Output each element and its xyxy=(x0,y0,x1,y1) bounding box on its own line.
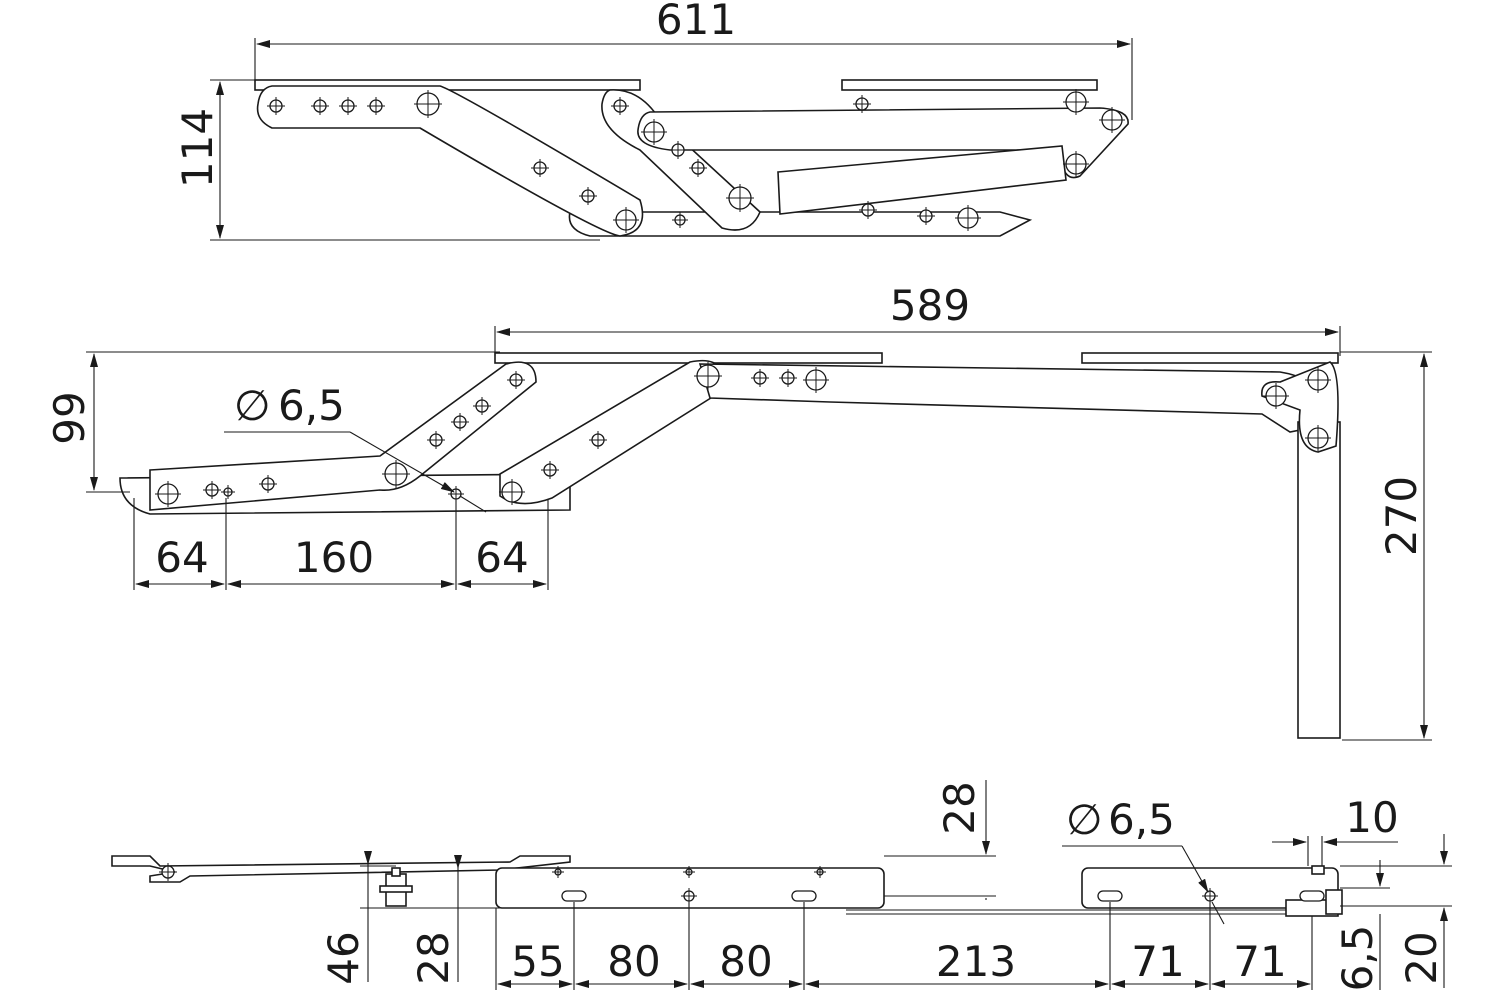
middle-view: 589 99 270 ∅ 6,5 64 160 64 xyxy=(45,281,1432,741)
bottom-view-slots xyxy=(552,866,1325,904)
top-view-holes xyxy=(267,89,1125,233)
bottom-diameter-symbol: ∅ xyxy=(1066,795,1103,844)
top-folded-leg xyxy=(777,145,1067,215)
middle-length-dimension: 589 xyxy=(890,281,970,330)
bottom-spacing-dimension-6: 71 xyxy=(1233,937,1286,986)
bottom-spacing-dimension-3: 80 xyxy=(719,937,772,986)
bottom-right-dimension-2: 20 xyxy=(1397,931,1446,984)
bottom-edge-dimension: 10 xyxy=(1345,793,1398,842)
middle-leg-dimension: 270 xyxy=(1377,476,1426,556)
middle-spacing-dimension-3: 64 xyxy=(475,533,528,582)
bottom-left-dimension-2: 28 xyxy=(409,931,458,984)
top-height-dimension: 114 xyxy=(173,108,222,188)
top-right-mounting-plate xyxy=(841,79,1098,91)
middle-view-holes xyxy=(155,362,1331,507)
bottom-left-dimension-1: 46 xyxy=(319,931,368,984)
top-view: 611 114 xyxy=(173,0,1133,241)
bottom-right-dimension-1: 6,5 xyxy=(1333,925,1382,992)
middle-left-link xyxy=(149,361,537,511)
bottom-hole-dimension: 6,5 xyxy=(1108,795,1175,844)
bottom-spacing-dimension-5: 71 xyxy=(1131,937,1184,986)
middle-spacing-dimension-2: 160 xyxy=(294,533,374,582)
bottom-spacing-dimension-2: 80 xyxy=(607,937,660,986)
bottom-left-plate xyxy=(495,867,885,909)
bottom-spacing-dimension-1: 55 xyxy=(511,937,564,986)
top-width-dimension: 611 xyxy=(656,0,736,44)
middle-upper-bar xyxy=(698,363,1331,433)
middle-leg xyxy=(1297,421,1341,739)
middle-diameter-symbol: ∅ xyxy=(234,381,271,430)
middle-left-mounting-plate xyxy=(494,352,883,364)
bottom-gap-dimension: 28 xyxy=(935,781,984,834)
bottom-view: 28 ∅ 6,5 10 46 28 55 8 xyxy=(111,780,1452,992)
bottom-spacing-dimension-4: 213 xyxy=(936,937,1016,986)
middle-hole-dimension: 6,5 xyxy=(278,381,345,430)
top-left-link xyxy=(256,85,644,237)
middle-spacing-dimension-1: 64 xyxy=(155,533,208,582)
middle-height-dimension: 99 xyxy=(45,391,94,444)
middle-right-mounting-plate xyxy=(1081,352,1339,364)
